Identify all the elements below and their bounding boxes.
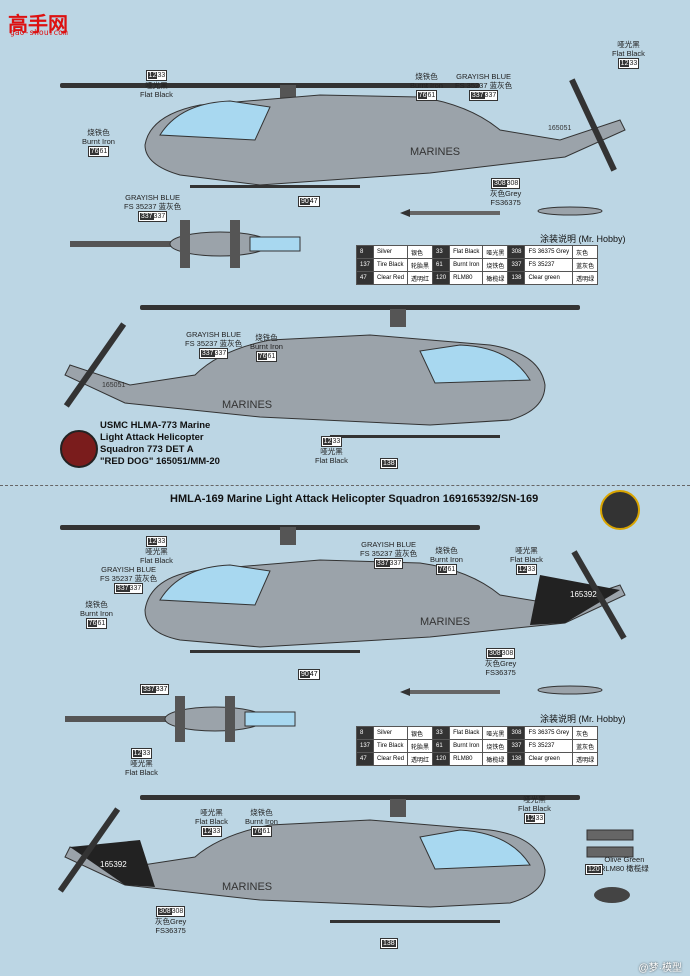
marines-marking-2: MARINES (222, 399, 272, 411)
marines-marking-1: MARINES (410, 146, 460, 158)
serial-3: 165392 (570, 590, 597, 599)
chip-138-4: 138 (380, 932, 398, 950)
red-dog-emblem (60, 430, 98, 468)
chip-90-47-3: 9047 (298, 663, 320, 681)
marines-marking-4: MARINES (222, 881, 272, 893)
site-url: gao-shou.com (10, 28, 68, 37)
weapon-pylon (594, 887, 630, 903)
chip-337-top-2: 337337 (140, 678, 170, 696)
paint-chip: 1233 (145, 70, 168, 81)
serial-2: 165051 (102, 382, 125, 389)
heli-side-view-4: MARINES 165392 (57, 795, 580, 923)
site-logo: 高手网 (8, 12, 68, 36)
chip-90-47-1: 9047 (298, 190, 320, 208)
section-2-title: HMLA-169 Marine Light Attack Helicopter … (170, 493, 539, 505)
heli-side-view-2: MARINES 165051 (63, 305, 580, 438)
serial-4: 165392 (100, 860, 127, 869)
fuel-tank-2 (537, 685, 603, 695)
watermark: @梦·模型 (638, 963, 682, 974)
heli-top-view-2 (65, 696, 296, 742)
fuel-tank-1 (537, 206, 603, 216)
heli-side-view-1: MARINES 165051 (60, 78, 626, 188)
chip-120: 120 (585, 858, 603, 876)
marines-marking-3: MARINES (420, 616, 470, 628)
legend-title-1: 涂装说明 (Mr. Hobby) (540, 234, 626, 244)
chip-138-2: 138 (380, 452, 398, 470)
missile-2 (400, 688, 500, 696)
hmla-169-emblem (600, 490, 640, 530)
legend-title-2: 涂装说明 (Mr. Hobby) (540, 714, 626, 724)
missile-1 (400, 209, 500, 217)
hellfire-rack (586, 829, 634, 858)
heli-top-view-1 (70, 220, 301, 268)
section-divider (0, 485, 690, 486)
heli-side-view-3: MARINES 165392 (60, 525, 627, 653)
squadron-info-1: USMC HLMA-773 Marine Light Attack Helico… (100, 420, 220, 467)
serial-1: 165051 (548, 125, 571, 132)
